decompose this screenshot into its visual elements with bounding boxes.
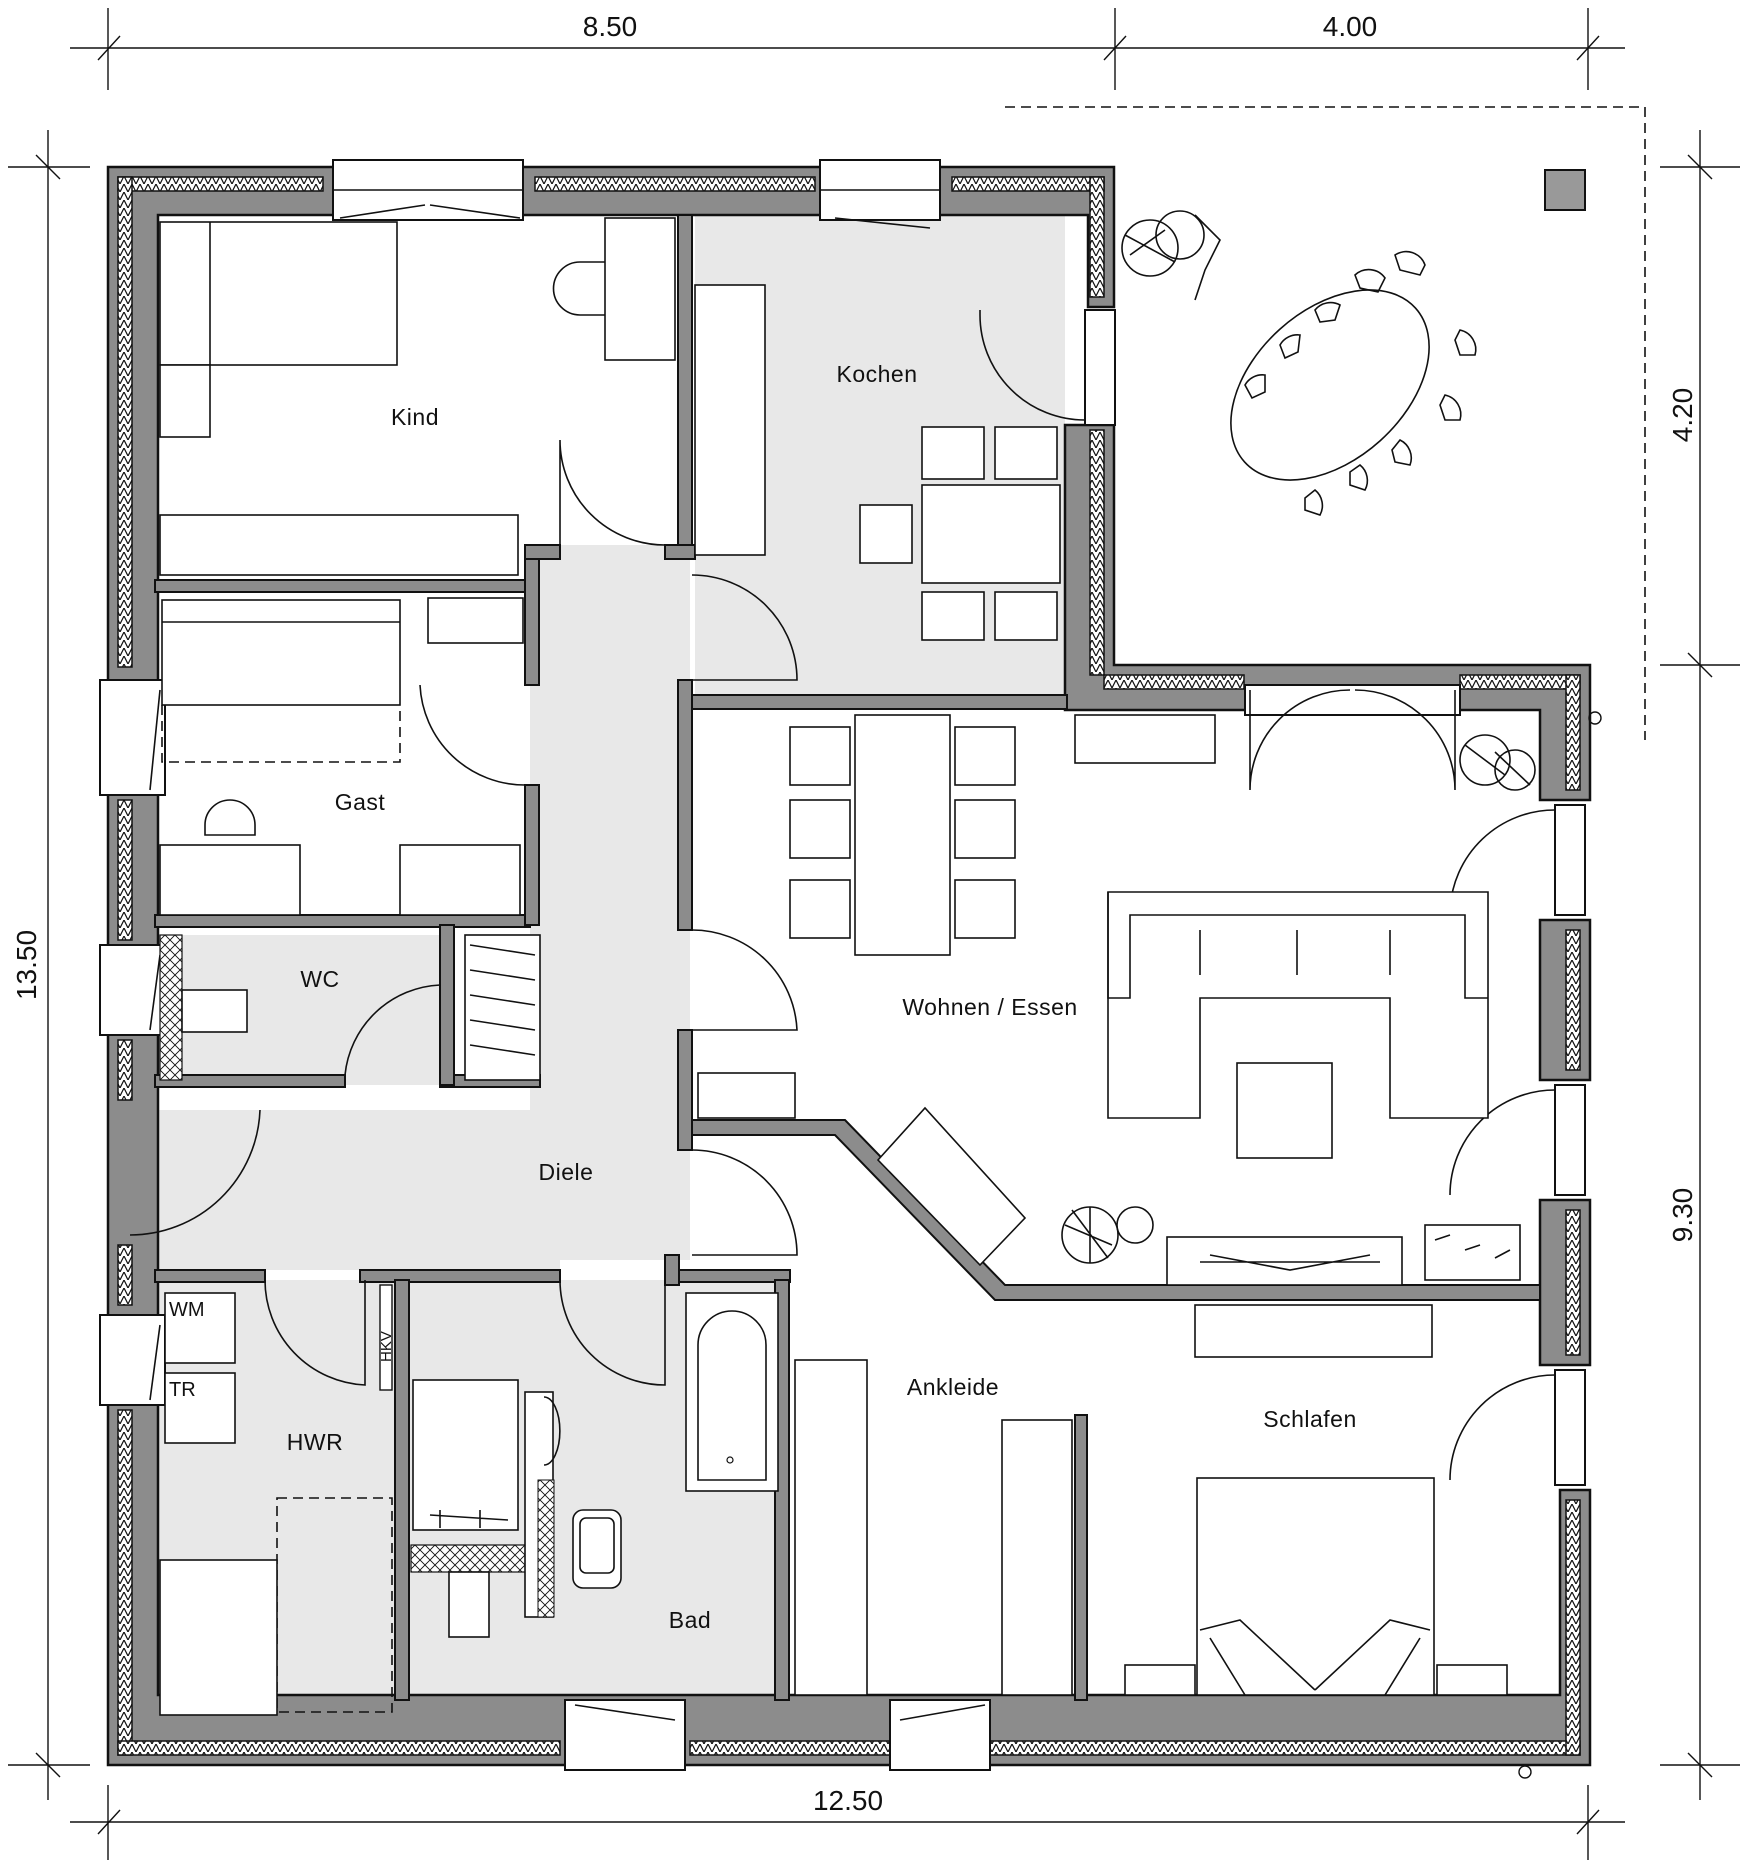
dimension-top-right: 4.00 — [1323, 11, 1378, 42]
dimension-left: 13.50 — [11, 930, 42, 1000]
room-labels: Kind Kochen Gast WC Wohnen / Essen Diele… — [169, 361, 1357, 1633]
dimension-lines — [8, 8, 1740, 1860]
doors — [129, 310, 1556, 1481]
dimension-top-left: 8.50 — [583, 11, 638, 42]
windows — [99, 159, 1586, 1771]
room-label-kochen: Kochen — [836, 361, 917, 387]
dimension-right-upper: 4.20 — [1667, 388, 1698, 443]
terrace-chairs — [1244, 250, 1477, 516]
dimension-right-lower: 9.30 — [1667, 1188, 1698, 1243]
appliance-label-tr: TR — [169, 1379, 196, 1401]
room-label-hwr: HWR — [287, 1429, 343, 1455]
dimension-labels: 8.50 4.00 12.50 13.50 4.20 9.30 — [11, 11, 1698, 1816]
room-label-bad: Bad — [669, 1607, 711, 1633]
room-label-kind: Kind — [391, 404, 439, 430]
appliance-label-wm: WM — [169, 1299, 205, 1321]
terrace — [1005, 106, 1646, 740]
room-label-diele: Diele — [539, 1159, 594, 1185]
furniture — [159, 217, 1536, 1716]
room-label-wohnen-essen: Wohnen / Essen — [902, 994, 1077, 1020]
room-label-ankleide: Ankleide — [907, 1374, 999, 1400]
room-label-gast: Gast — [335, 789, 386, 815]
dimension-bottom: 12.50 — [813, 1785, 883, 1816]
room-label-wc: WC — [300, 966, 339, 992]
room-label-schlafen: Schlafen — [1263, 1406, 1357, 1432]
appliance-label-hkv: HKV — [378, 1331, 395, 1362]
